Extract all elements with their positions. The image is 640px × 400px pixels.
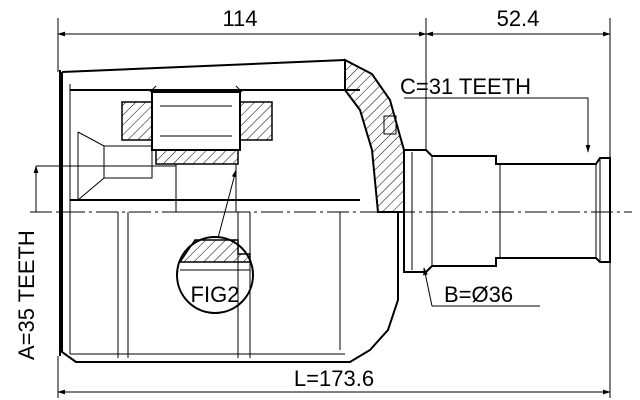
joint-housing bbox=[59, 58, 405, 363]
dimension-52-4: 52.4 bbox=[425, 6, 611, 160]
diameter-b-callout: B=Ø36 bbox=[423, 267, 540, 307]
stub-shaft bbox=[403, 149, 611, 273]
tripod-spider bbox=[70, 85, 360, 213]
spline-c-callout: C=31 TEETH bbox=[400, 74, 591, 153]
detail-fig2-label: FIG2 bbox=[191, 282, 240, 307]
dimension-overall-length: L=173.6 bbox=[57, 262, 611, 398]
spline-a-callout: A=35 TEETH bbox=[14, 165, 176, 360]
dimension-52-4-label: 52.4 bbox=[497, 6, 540, 31]
spline-a-label: A=35 TEETH bbox=[14, 230, 39, 360]
dimension-114-label: 114 bbox=[222, 6, 257, 31]
diameter-b-label: B=Ø36 bbox=[444, 282, 513, 307]
overall-length-label: L=173.6 bbox=[294, 366, 374, 391]
detail-fig2: FIG2 bbox=[176, 169, 254, 314]
dimension-114: 114 bbox=[57, 6, 427, 150]
spline-c-label: C=31 TEETH bbox=[400, 74, 531, 99]
